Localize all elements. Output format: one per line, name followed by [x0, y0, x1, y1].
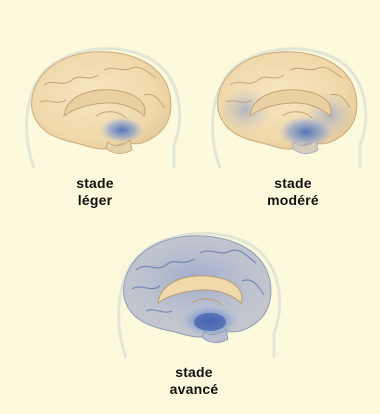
stage-word: stade: [162, 364, 226, 381]
brain-moderate-stage: [200, 40, 370, 170]
stage-label-mild: stade léger: [65, 175, 125, 209]
stage-level: léger: [65, 192, 125, 209]
stage-word: stade: [258, 175, 328, 192]
stage-label-advanced: stade avancé: [162, 364, 226, 398]
stage-level: modéré: [258, 192, 328, 209]
stage-label-moderate: stade modéré: [258, 175, 328, 209]
stage-word: stade: [65, 175, 125, 192]
stage-level: avancé: [162, 381, 226, 398]
brain-mild-stage: [14, 40, 184, 170]
brain-advanced-stage: [106, 225, 286, 360]
